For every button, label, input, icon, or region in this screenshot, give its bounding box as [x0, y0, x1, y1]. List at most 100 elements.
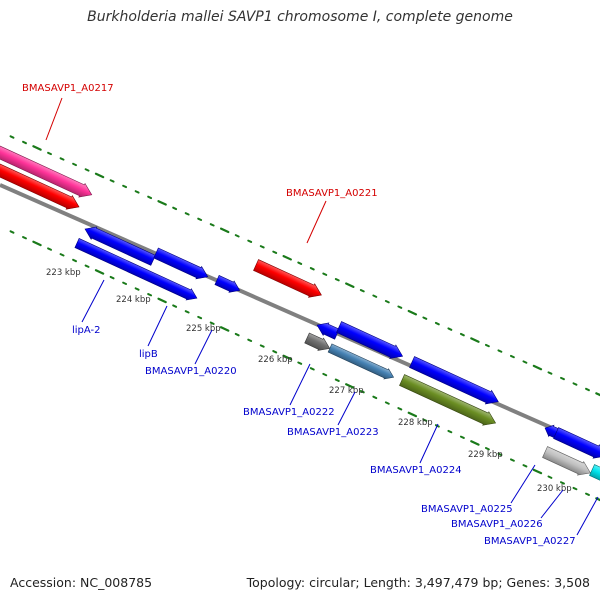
gene-arrow-a0221 [253, 259, 322, 298]
tick-mark [247, 239, 253, 243]
tick-mark [532, 468, 543, 475]
tick-mark [157, 297, 167, 304]
tick-mark [595, 392, 600, 397]
gene-arrow-blue-2 [153, 247, 209, 280]
tick-mark [572, 382, 578, 386]
tick-mark [282, 254, 292, 261]
tick-mark [397, 305, 403, 309]
label-leader-4 [147, 305, 168, 347]
tick-mark [197, 315, 203, 320]
gene-arrow-a0217 [0, 142, 93, 198]
tick-mark [422, 418, 428, 422]
gene-label-3: lipA-2 [72, 325, 101, 336]
tick-mark [484, 447, 490, 451]
tick-mark [259, 344, 265, 348]
tick-mark [172, 206, 178, 211]
tick-mark [547, 371, 553, 375]
tick-mark [422, 316, 428, 320]
tick-mark [434, 321, 440, 326]
tick-mark [94, 172, 105, 179]
tick-mark [585, 492, 590, 496]
tick-label-8: 230 kbp [537, 484, 572, 494]
tick-mark [172, 304, 178, 308]
gene-arrow-a0220 [214, 275, 241, 293]
tick-mark [9, 230, 15, 234]
gene-label-9: BMASAVP1_A0225 [421, 504, 513, 515]
tick-mark [109, 275, 115, 280]
gene-label-4: lipB [139, 349, 158, 360]
tick-mark [595, 497, 600, 502]
tick-label-6: 228 kbp [398, 418, 433, 428]
tick-mark [84, 264, 90, 268]
tick-mark [184, 212, 190, 216]
tick-mark [197, 217, 203, 222]
tick-mark [572, 486, 578, 491]
tick-mark [219, 227, 230, 234]
tick-mark [459, 332, 465, 337]
tick-mark [345, 383, 355, 389]
tick-mark [9, 135, 15, 139]
tick-label-2: 224 kbp [116, 295, 151, 305]
tick-mark [397, 407, 403, 411]
tick-mark [384, 300, 390, 304]
tick-mark [84, 168, 90, 172]
tick-mark [134, 190, 140, 194]
tick-mark [147, 195, 153, 200]
gene-arrow-a0227 [589, 464, 600, 486]
tick-mark [470, 337, 480, 343]
tick-mark [547, 475, 553, 479]
gene-arrow-a0218 [0, 160, 80, 210]
tick-mark [359, 289, 365, 293]
label-leader-1 [45, 97, 63, 141]
tick-label-4: 226 kbp [258, 355, 293, 365]
tick-label-1: 223 kbp [46, 268, 81, 278]
tick-mark [384, 401, 390, 405]
tick-mark [322, 272, 328, 276]
tick-label-5: 227 kbp [329, 386, 364, 396]
tick-mark [259, 245, 265, 249]
tick-mark [459, 435, 465, 439]
tick-mark [59, 253, 65, 257]
tick-mark [509, 458, 515, 462]
tick-mark [522, 360, 528, 364]
gene-label-2: BMASAVP1_A0221 [286, 188, 378, 199]
label-leader-5 [194, 329, 213, 365]
gene-label-1: BMASAVP1_A0217 [22, 83, 114, 94]
tick-mark [219, 326, 230, 332]
tick-mark [497, 349, 503, 353]
tick-mark [309, 267, 315, 271]
gene-label-5: BMASAVP1_A0220 [145, 366, 237, 377]
tick-mark [32, 145, 42, 151]
gene-arrow-lipA-2 [74, 238, 198, 301]
tick-mark [322, 372, 328, 377]
tick-mark [209, 223, 215, 227]
gene-arrow-a0224 [399, 374, 497, 426]
tick-mark [109, 179, 115, 183]
gene-arrow-blue-4 [336, 321, 404, 359]
gene-label-8: BMASAVP1_A0224 [370, 465, 462, 476]
label-leader-3 [81, 279, 105, 323]
tick-mark [272, 250, 278, 254]
gene-arrow-a0223 [327, 343, 395, 380]
label-leader-8 [419, 423, 439, 464]
tick-mark [484, 343, 490, 348]
tick-mark [470, 440, 480, 446]
label-leader-6 [289, 363, 311, 406]
tick-mark [272, 350, 278, 354]
tick-mark [297, 361, 303, 365]
tick-label-3: 225 kbp [186, 324, 221, 334]
tick-mark [560, 481, 565, 485]
tick-label-7: 229 kbp [468, 450, 503, 460]
tick-mark [32, 240, 42, 247]
tick-mark [247, 338, 253, 343]
label-leader-7 [337, 391, 356, 426]
tick-mark [372, 294, 378, 298]
tick-mark [147, 293, 153, 297]
tick-mark [157, 200, 167, 206]
tick-mark [59, 157, 65, 161]
tick-mark [122, 184, 128, 189]
tick-mark [585, 387, 590, 392]
tick-mark [522, 464, 528, 468]
label-leader-11 [576, 496, 599, 536]
